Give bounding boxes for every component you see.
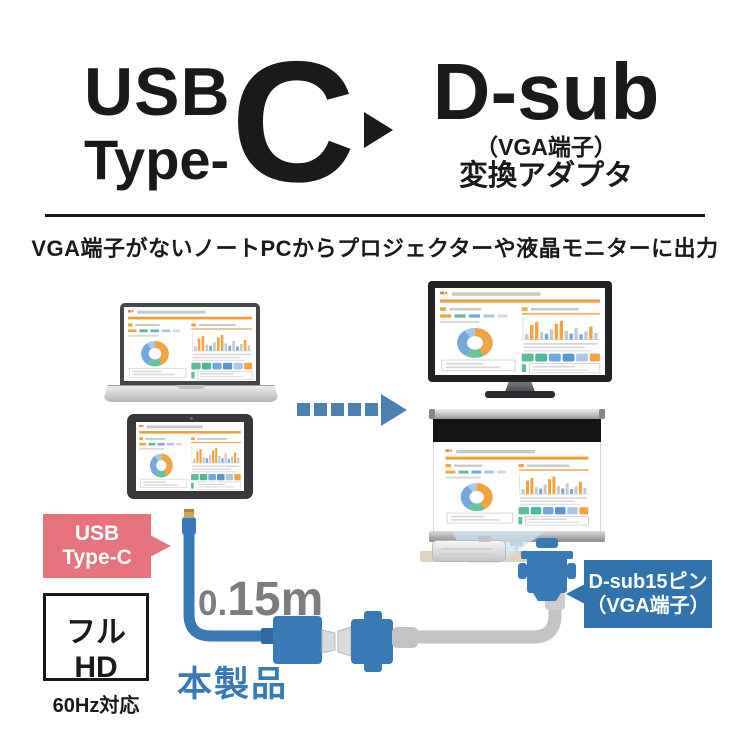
cable-length-main: 15m xyxy=(227,573,324,626)
monitor-base xyxy=(485,391,555,398)
callout-dsub-line2: （VGA端子） xyxy=(586,595,710,617)
tablet-camera-icon xyxy=(190,416,193,420)
monitor-neck xyxy=(505,382,535,392)
title-vga-terminal: （VGA端子） xyxy=(475,134,617,160)
projector-lens xyxy=(478,536,491,542)
vga-cable xyxy=(416,598,562,644)
projector-screen-black-band xyxy=(433,419,601,442)
title-right: D-sub （VGA端子） 変換アダプタ xyxy=(415,52,677,191)
title-dsub: D-sub xyxy=(432,47,660,136)
projector-screen-illustration xyxy=(433,442,601,531)
spec-60hz-text: 60Hz対応 xyxy=(52,695,140,717)
laptop-notch xyxy=(177,385,205,389)
divider-line xyxy=(45,214,705,217)
callout-usb-type-c: USB Type-C xyxy=(43,514,171,578)
title-usb: USB xyxy=(84,54,231,130)
title-type: Type- xyxy=(84,128,230,191)
arrow-dash xyxy=(365,403,378,416)
callout-dsub-15pin: D-sub15ピン （VGA端子） xyxy=(566,560,712,628)
product-name-label: 本製品 xyxy=(177,665,289,704)
title-big-c: C xyxy=(231,26,356,218)
title-adapter: 変換アダプタ xyxy=(458,160,633,192)
monitor-illustration xyxy=(428,281,612,382)
laptop-illustration xyxy=(120,303,260,385)
arrow-dash xyxy=(297,403,310,416)
tagline: VGA端子がないノートPCからプロジェクターや液晶モニターに出力 xyxy=(31,236,719,261)
tablet-illustration xyxy=(127,414,253,499)
projector-device xyxy=(432,540,506,562)
arrow-dash xyxy=(331,403,344,416)
arrow-dash xyxy=(348,403,361,416)
arrow-dash xyxy=(314,403,327,416)
arrow-head-icon xyxy=(381,394,407,426)
vga-connector-male xyxy=(337,611,418,672)
projector-screen-top-bar xyxy=(429,409,605,419)
title-arrow-icon xyxy=(364,112,393,148)
callout-dsub-line1: D-sub15ピン xyxy=(588,571,708,593)
cable-length-label: 0.15m xyxy=(198,572,323,627)
spec-fullhd-text: フルHD xyxy=(66,616,126,684)
callout-usb-line2: Type-C xyxy=(62,546,132,569)
title-left: USB Type- xyxy=(84,58,231,188)
callout-usb-line1: USB xyxy=(74,522,120,546)
spec-badge-fullhd: フルHD 60Hz対応 xyxy=(43,593,149,717)
cable-length-prefix: 0. xyxy=(198,584,228,623)
